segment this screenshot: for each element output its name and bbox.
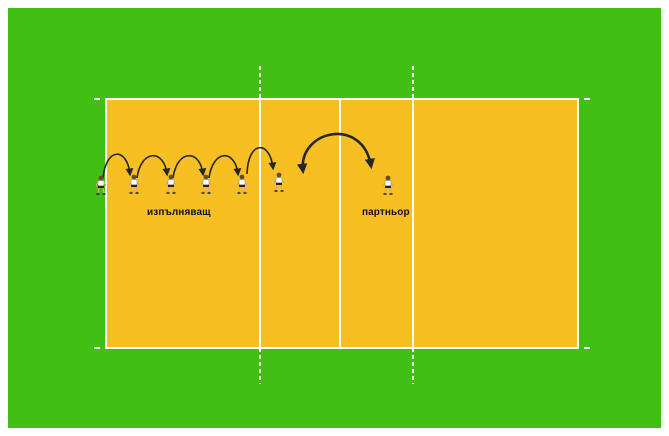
- performer-label: изпълняващ: [147, 207, 211, 218]
- court: [106, 99, 578, 348]
- partner-label: партньор: [362, 207, 410, 218]
